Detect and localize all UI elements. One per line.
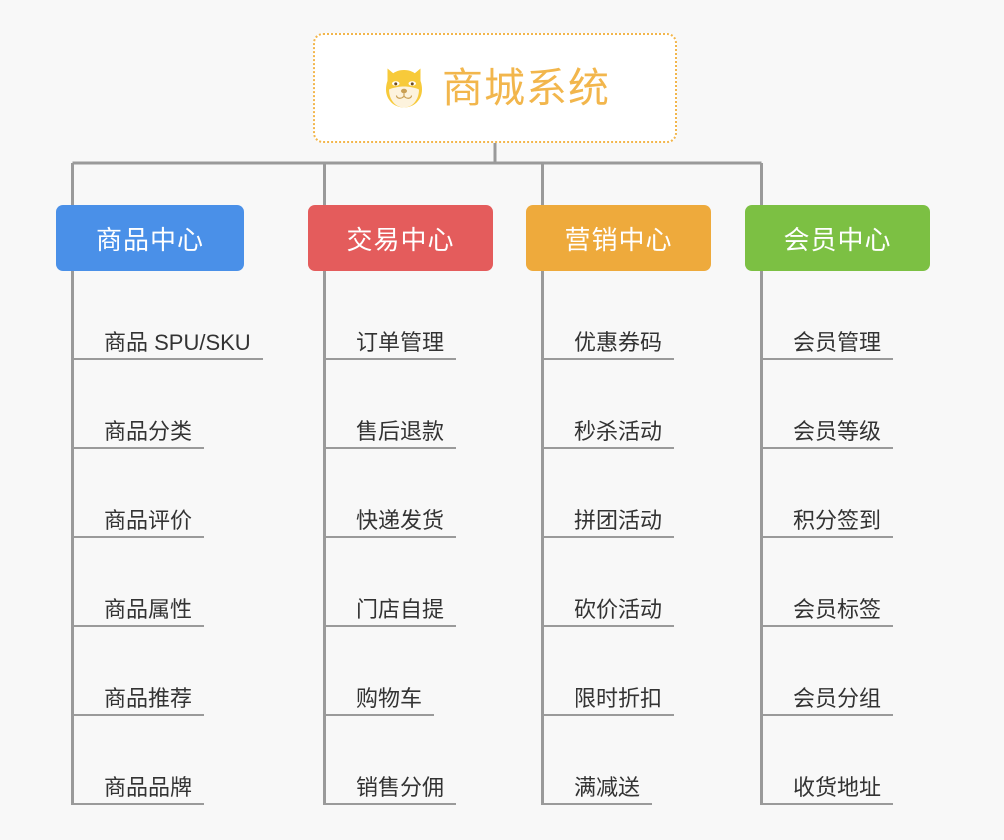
- leaf-item[interactable]: 商品品牌: [56, 716, 244, 805]
- column-header-marketing-center[interactable]: 营销中心: [526, 205, 711, 271]
- leaf-item-label: 积分签到: [793, 508, 882, 533]
- leaf-item-label: 商品 SPU/SKU: [104, 330, 251, 355]
- leaf-item-underline: [541, 803, 653, 805]
- leaf-item[interactable]: 收货地址: [745, 716, 930, 805]
- leaf-item-underline: [71, 625, 205, 627]
- leaf-item[interactable]: 购物车: [308, 627, 493, 716]
- leaf-item-underline: [71, 803, 205, 805]
- leaf-item-label: 会员等级: [793, 419, 882, 444]
- leaf-item-label: 优惠券码: [574, 330, 663, 355]
- leaf-item-underline: [760, 803, 894, 805]
- leaf-item[interactable]: 会员管理: [745, 271, 930, 360]
- leaf-item-label: 商品属性: [104, 597, 193, 622]
- leaf-item[interactable]: 积分签到: [745, 449, 930, 538]
- leaf-item[interactable]: 售后退款: [308, 360, 493, 449]
- leaf-item[interactable]: 拼团活动: [526, 449, 711, 538]
- leaf-item-underline: [760, 447, 894, 449]
- column-spine: [760, 271, 763, 805]
- leaf-item[interactable]: 商品分类: [56, 360, 244, 449]
- leaf-item-underline: [541, 536, 675, 538]
- column-header-label: 会员中心: [783, 224, 892, 255]
- leaf-item-underline: [541, 625, 675, 627]
- leaf-item-underline: [71, 447, 205, 449]
- leaf-item-underline: [541, 447, 675, 449]
- leaf-item[interactable]: 会员等级: [745, 360, 930, 449]
- leaf-item-underline: [323, 447, 457, 449]
- column-header-label: 交易中心: [346, 224, 455, 255]
- column-member-center: 会员中心会员管理会员等级积分签到会员标签会员分组收货地址: [745, 205, 930, 805]
- column-trade-center: 交易中心订单管理售后退款快递发货门店自提购物车销售分佣: [308, 205, 493, 805]
- leaf-list-marketing-center: 优惠券码秒杀活动拼团活动砍价活动限时折扣满减送: [526, 271, 711, 805]
- leaf-item[interactable]: 商品属性: [56, 538, 244, 627]
- leaf-item-underline: [323, 536, 457, 538]
- leaf-item[interactable]: 优惠券码: [526, 271, 711, 360]
- column-header-product-center[interactable]: 商品中心: [56, 205, 244, 271]
- leaf-item-label: 商品推荐: [104, 686, 193, 711]
- leaf-item-label: 商品品牌: [104, 775, 193, 800]
- leaf-item-label: 限时折扣: [574, 686, 663, 711]
- leaf-item-label: 订单管理: [356, 330, 445, 355]
- leaf-list-product-center: 商品 SPU/SKU 商品分类商品评价商品属性商品推荐商品品牌: [56, 271, 263, 805]
- leaf-item-underline: [760, 536, 894, 538]
- leaf-item-label: 商品分类: [104, 419, 193, 444]
- column-spine: [323, 271, 326, 805]
- leaf-item-underline: [71, 358, 263, 360]
- leaf-item-label: 满减送: [574, 775, 641, 800]
- leaf-list-trade-center: 订单管理售后退款快递发货门店自提购物车销售分佣: [308, 271, 493, 805]
- leaf-item-underline: [71, 536, 205, 538]
- leaf-item-label: 商品评价: [104, 508, 193, 533]
- leaf-item[interactable]: 销售分佣: [308, 716, 493, 805]
- root-node[interactable]: 商城系统: [313, 33, 677, 143]
- leaf-item[interactable]: 订单管理: [308, 271, 493, 360]
- column-header-label: 商品中心: [95, 224, 204, 255]
- column-header-trade-center[interactable]: 交易中心: [308, 205, 493, 271]
- leaf-item-label: 会员标签: [793, 597, 882, 622]
- leaf-item[interactable]: 商品 SPU/SKU: [56, 271, 263, 360]
- leaf-item[interactable]: 会员分组: [745, 627, 930, 716]
- leaf-item-underline: [71, 714, 205, 716]
- leaf-item-label: 销售分佣: [356, 775, 445, 800]
- leaf-item-underline: [541, 358, 675, 360]
- leaf-item-label: 拼团活动: [574, 508, 663, 533]
- leaf-item-underline: [760, 714, 894, 716]
- leaf-item-underline: [323, 803, 457, 805]
- leaf-item-label: 收货地址: [793, 775, 882, 800]
- leaf-item[interactable]: 商品评价: [56, 449, 244, 538]
- column-marketing-center: 营销中心优惠券码秒杀活动拼团活动砍价活动限时折扣满减送: [526, 205, 711, 805]
- leaf-item-label: 会员管理: [793, 330, 882, 355]
- leaf-item[interactable]: 秒杀活动: [526, 360, 711, 449]
- leaf-list-member-center: 会员管理会员等级积分签到会员标签会员分组收货地址: [745, 271, 930, 805]
- leaf-item-label: 快递发货: [356, 508, 445, 533]
- column-product-center: 商品中心商品 SPU/SKU 商品分类商品评价商品属性商品推荐商品品牌: [56, 205, 263, 805]
- column-header-label: 营销中心: [564, 224, 673, 255]
- leaf-item-underline: [323, 714, 435, 716]
- leaf-item-label: 砍价活动: [574, 597, 663, 622]
- column-header-member-center[interactable]: 会员中心: [745, 205, 930, 271]
- leaf-item-label: 会员分组: [793, 686, 882, 711]
- leaf-item[interactable]: 满减送: [526, 716, 711, 805]
- leaf-item-label: 售后退款: [356, 419, 445, 444]
- leaf-item[interactable]: 限时折扣: [526, 627, 711, 716]
- leaf-item[interactable]: 商品推荐: [56, 627, 244, 716]
- leaf-item[interactable]: 快递发货: [308, 449, 493, 538]
- leaf-item-label: 秒杀活动: [574, 419, 663, 444]
- leaf-item-underline: [541, 714, 675, 716]
- leaf-item[interactable]: 门店自提: [308, 538, 493, 627]
- column-spine: [541, 271, 544, 805]
- leaf-item-underline: [760, 625, 894, 627]
- leaf-item-label: 门店自提: [356, 597, 445, 622]
- leaf-item-label: 购物车: [356, 686, 423, 711]
- root-title: 商城系统: [442, 64, 610, 111]
- leaf-item-underline: [323, 625, 457, 627]
- leaf-item[interactable]: 砍价活动: [526, 538, 711, 627]
- leaf-item[interactable]: 会员标签: [745, 538, 930, 627]
- leaf-item-underline: [323, 358, 457, 360]
- column-spine: [71, 271, 74, 805]
- leaf-item-underline: [760, 358, 894, 360]
- shiba-dog-face-icon: [380, 64, 428, 112]
